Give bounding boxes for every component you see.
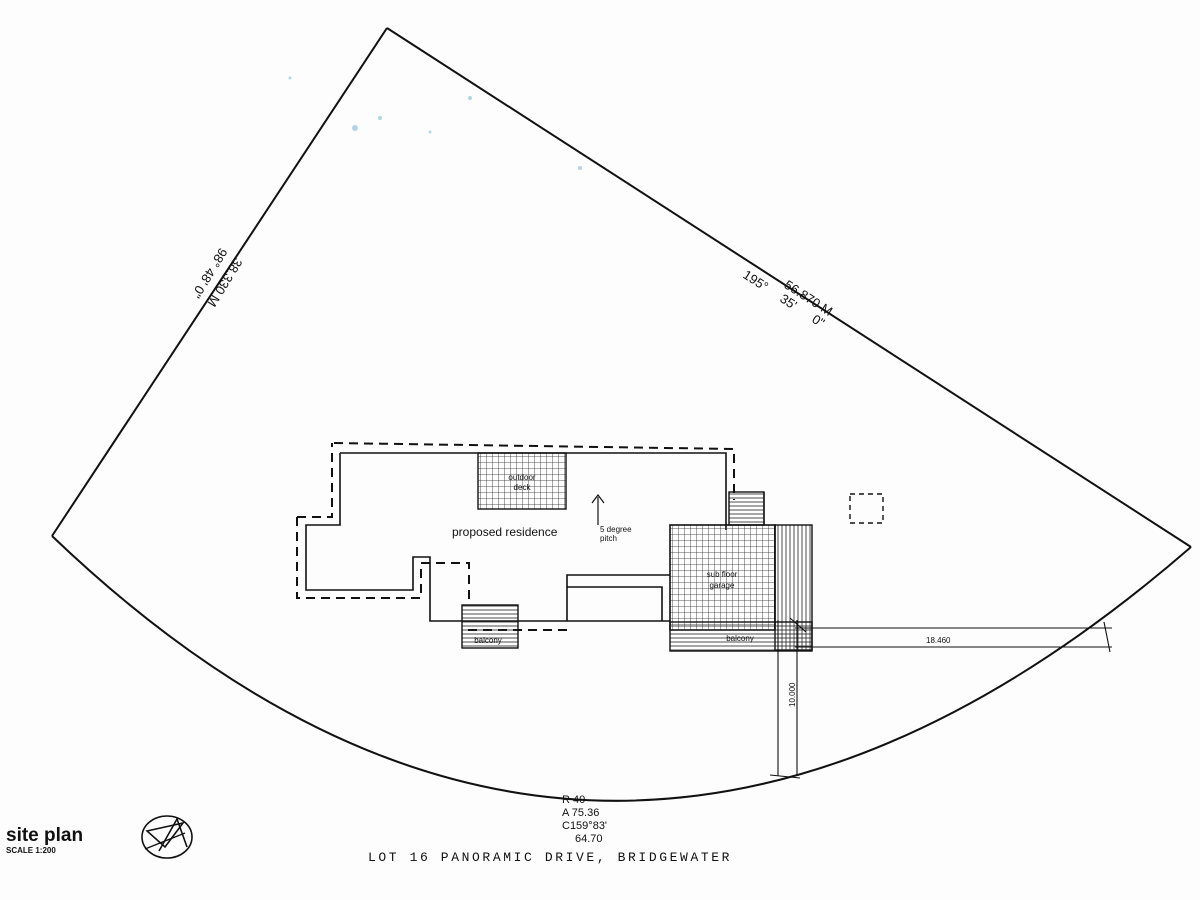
curve-arc: A 75.36 (562, 807, 599, 819)
pitch-arrowhead (591, 494, 605, 504)
proposed-residence-label: proposed residence (452, 525, 558, 539)
outdoor-deck (477, 452, 567, 510)
deck-label-1: outdoor (508, 473, 535, 482)
drawing-title: site plan (6, 825, 84, 846)
boundary-curve (51, 535, 1192, 802)
deck-label-2: deck (514, 483, 532, 492)
pitch-label-2: pitch (600, 534, 617, 543)
dashed-square (849, 493, 884, 524)
house-outline (305, 452, 727, 622)
setback-dimensions (769, 617, 1112, 779)
lot-boundary (51, 27, 1192, 802)
curve-radius: R 40 (562, 794, 585, 806)
balcony-right-label: balcony (726, 634, 754, 643)
setback-vertical-value: 10.000 (788, 682, 797, 707)
setback-horizontal-value: 18.460 (926, 636, 951, 645)
garage-label-2: garage (710, 581, 735, 590)
scan-specks (288, 76, 582, 170)
boundary-left (51, 27, 388, 537)
garage-label-1: sub floor (707, 570, 738, 579)
curve-chord-length: 64.70 (575, 833, 603, 845)
site-address: LOT 16 PANORAMIC DRIVE, BRIDGEWATER (368, 850, 733, 865)
sub-floor-garage (669, 524, 776, 631)
drawing-scale: SCALE 1:200 (6, 846, 56, 855)
boundary-top (386, 27, 1192, 548)
title-block: site plan SCALE 1:200 (6, 826, 83, 856)
balcony-right (669, 621, 813, 652)
top-boundary-bearing-deg: 195° (740, 267, 771, 294)
curve-chord-bearing: C159°83' (562, 820, 607, 832)
balcony-left (461, 604, 519, 649)
balcony-left-label: balcony (474, 636, 502, 645)
pitch-label-1: 5 degree (600, 525, 632, 534)
roof-outline (296, 442, 735, 631)
north-arrow-icon (141, 815, 193, 859)
